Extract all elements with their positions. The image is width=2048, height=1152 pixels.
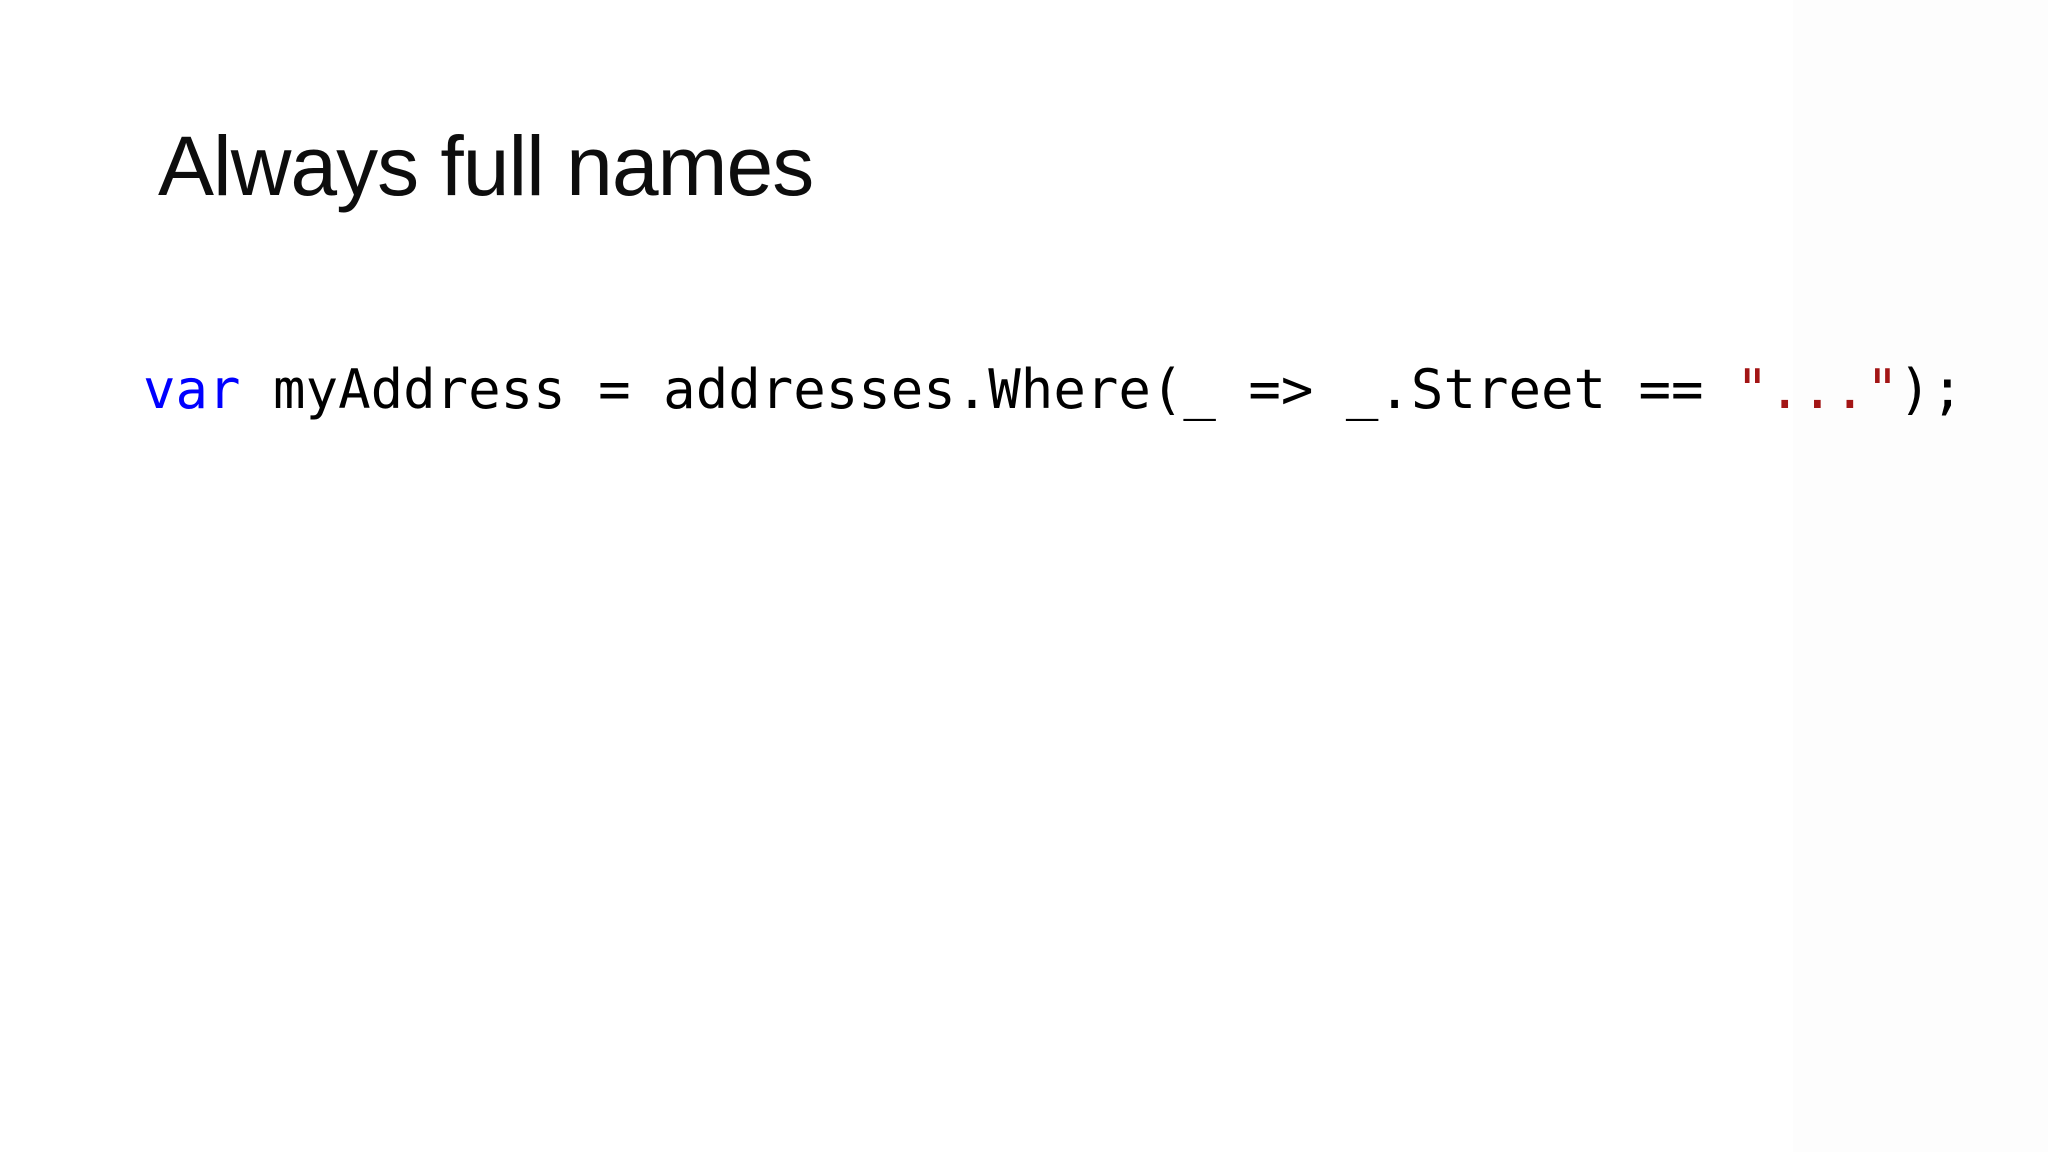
code-line: var myAddress = addresses.Where(_ => _.S… (143, 358, 1964, 423)
code-token-expression: myAddress = addresses.Where(_ => _.Stree… (240, 358, 1737, 421)
code-token-string-literal: "..." (1736, 358, 1899, 421)
slide-title: Always full names (158, 119, 814, 213)
right-edge-band (1793, 0, 2048, 1152)
code-token-statement-end: ); (1898, 358, 1964, 421)
code-token-keyword-var: var (143, 358, 241, 421)
